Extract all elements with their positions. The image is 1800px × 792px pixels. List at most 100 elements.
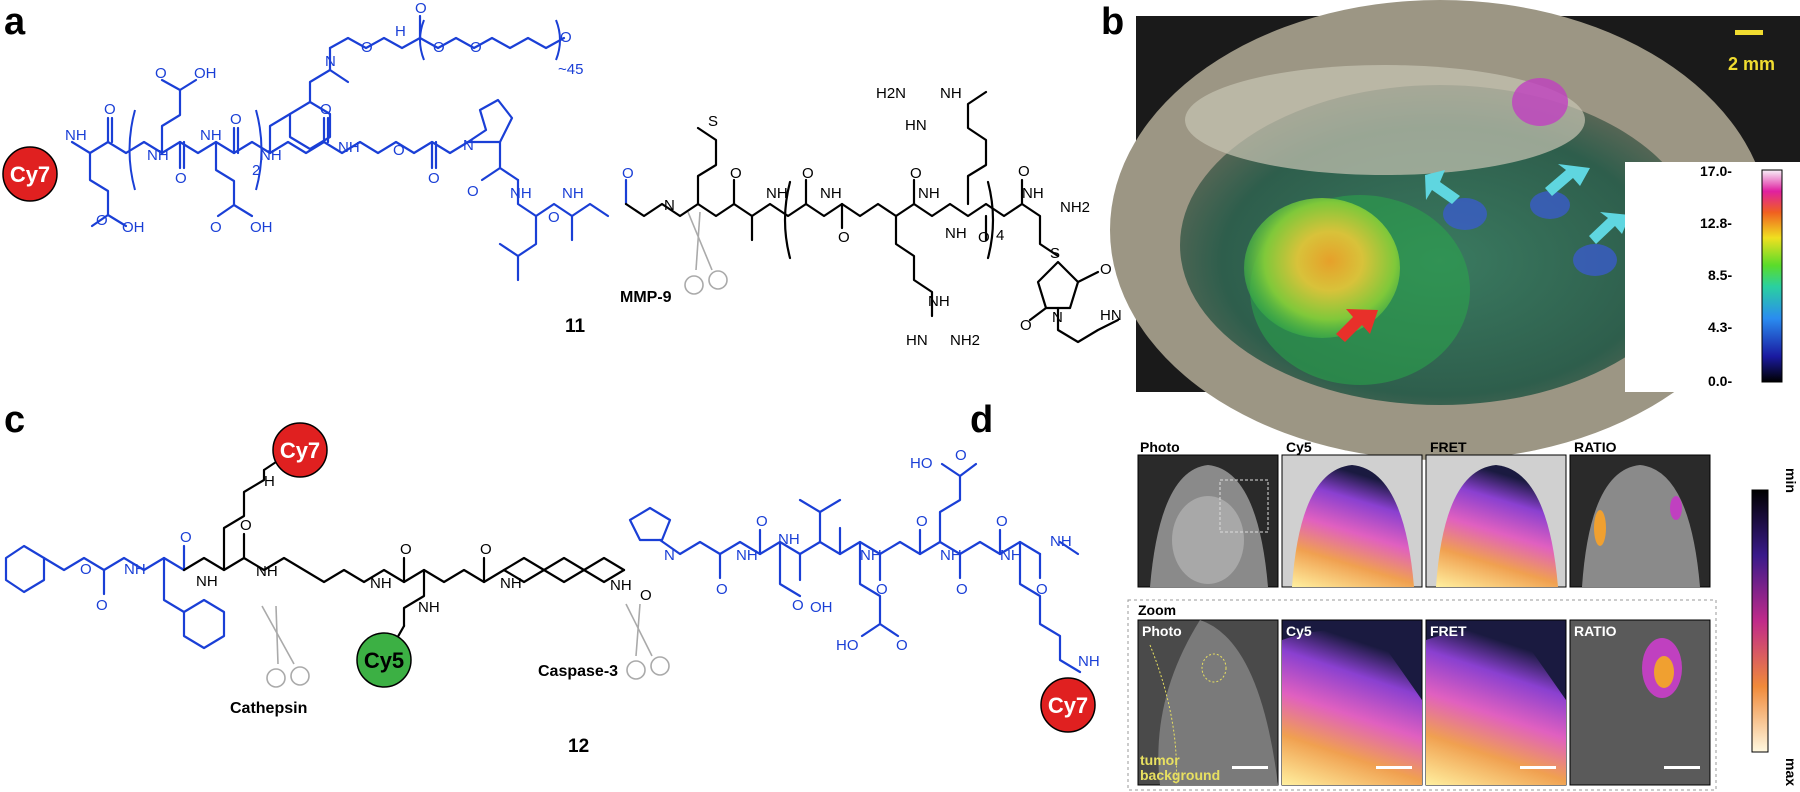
scale-bar-label: 2 mm bbox=[1728, 54, 1775, 74]
atom-label: O bbox=[876, 581, 888, 598]
cy7-dye-label: Cy7 bbox=[1048, 693, 1088, 718]
atom-label: ~45 bbox=[558, 61, 583, 78]
atom-label: NH bbox=[940, 547, 962, 564]
atom-label: O bbox=[480, 541, 492, 558]
compound-12-blue-atoms: O O NH O N O NH O O OH NH O NH O HO O NH… bbox=[80, 447, 1100, 670]
panel-b-fluorescence-image: 2 mm 17.0- 12.8- 8.5- 4.3- 0.0- bbox=[1110, 0, 1800, 460]
atom-label: NH2 bbox=[950, 332, 980, 349]
atom-label: NH bbox=[736, 547, 758, 564]
atom-label: O bbox=[1020, 317, 1032, 334]
cy5-dye-label: Cy5 bbox=[364, 648, 404, 673]
enzyme-label-caspase3: Caspase-3 bbox=[538, 663, 618, 680]
compound-11-blue-bonds bbox=[70, 14, 628, 282]
cy7-dye-label: Cy7 bbox=[280, 438, 320, 463]
atom-label: O bbox=[792, 597, 804, 614]
column-label-cy5: Cy5 bbox=[1286, 439, 1312, 455]
zoom-fret-image bbox=[1425, 619, 1567, 786]
cy7-dye-badge: Cy7 bbox=[1040, 677, 1096, 733]
atom-label: O bbox=[433, 39, 445, 56]
atom-label: NH bbox=[610, 577, 632, 594]
atom-label: NH bbox=[418, 599, 440, 616]
atom-label: O bbox=[560, 29, 572, 46]
panel-label-d: d bbox=[970, 399, 993, 441]
atom-label: O bbox=[548, 209, 560, 226]
atom-label: O bbox=[955, 447, 967, 464]
tumor-arrow-icon bbox=[1336, 309, 1378, 342]
atom-label: O bbox=[96, 597, 108, 614]
atom-label: O bbox=[622, 165, 634, 182]
top-ratio-image bbox=[1569, 454, 1711, 588]
atom-label: O bbox=[978, 229, 990, 246]
compound-11-black-atoms: N S O NH O NH O NH O NH O 4 NH O NH2 S O… bbox=[664, 85, 1122, 349]
atom-label: NH bbox=[200, 127, 222, 144]
tumor-annotation: tumor bbox=[1140, 752, 1180, 768]
atom-label: NH bbox=[124, 561, 146, 578]
atom-label: O bbox=[896, 637, 908, 654]
zoom-frame bbox=[1127, 599, 1717, 791]
atom-label: O bbox=[210, 219, 222, 236]
atom-label: N bbox=[664, 547, 675, 564]
atom-label: NH bbox=[510, 185, 532, 202]
atom-label: O bbox=[470, 39, 482, 56]
zoom-label-cy5: Cy5 bbox=[1286, 623, 1312, 639]
compound-number-11: 11 bbox=[565, 316, 586, 337]
atom-label: O bbox=[756, 513, 768, 530]
top-cy5-image bbox=[1281, 454, 1423, 588]
colorbar-tick: 8.5- bbox=[1708, 267, 1732, 283]
atom-label: NH bbox=[370, 575, 392, 592]
atom-label: O bbox=[96, 212, 108, 229]
atom-label: NH bbox=[65, 127, 87, 144]
atom-label: NH bbox=[256, 563, 278, 580]
scissors-icon bbox=[261, 605, 310, 688]
atom-label: HN bbox=[905, 117, 927, 134]
cy5-dye-badge: Cy5 bbox=[356, 632, 412, 688]
atom-label: NH bbox=[1050, 533, 1072, 550]
atom-label: H2N bbox=[876, 85, 906, 102]
atom-label: O bbox=[716, 581, 728, 598]
compound-12-blue-bonds bbox=[4, 462, 1082, 674]
atom-label: NH bbox=[766, 185, 788, 202]
compound-11-blue-atoms: NH O NH O O 2 NH NH O O OH O OH O OH NH … bbox=[65, 0, 634, 236]
atom-label: OH bbox=[250, 219, 273, 236]
atom-label: NH bbox=[1000, 547, 1022, 564]
atom-label: O bbox=[467, 183, 479, 200]
atom-label: OH bbox=[194, 65, 217, 82]
colorbar-tick: 0.0- bbox=[1708, 373, 1732, 389]
atom-label: O bbox=[1036, 581, 1048, 598]
atom-label: N bbox=[325, 53, 336, 70]
atom-label: O bbox=[802, 165, 814, 182]
panel-label-a: a bbox=[4, 1, 26, 43]
atom-label: H bbox=[395, 23, 406, 40]
column-label-ratio: RATIO bbox=[1574, 439, 1617, 455]
compound-12-structure: O O NH O N O NH O O OH NH O NH O HO O NH… bbox=[4, 422, 1100, 757]
atom-label: O bbox=[361, 39, 373, 56]
compound-12-black-atoms: NH O NH H NH O NH O NH NH O bbox=[196, 473, 652, 616]
atom-label: NH bbox=[147, 147, 169, 164]
scale-bar bbox=[1735, 30, 1763, 35]
atom-label: NH bbox=[260, 147, 282, 164]
atom-label: N bbox=[463, 137, 474, 154]
zoom-label-fret: FRET bbox=[1430, 623, 1467, 639]
atom-label: HO bbox=[910, 455, 933, 472]
atom-label: O bbox=[230, 111, 242, 128]
atom-label: OH bbox=[122, 219, 145, 236]
atom-label: S bbox=[708, 113, 718, 130]
node-arrow-icon bbox=[1425, 164, 1630, 244]
atom-label: HN bbox=[1100, 307, 1122, 324]
compound-number-12: 12 bbox=[568, 736, 589, 757]
atom-label: OH bbox=[810, 599, 833, 616]
atom-label: O bbox=[240, 517, 252, 534]
atom-label: NH bbox=[860, 547, 882, 564]
atom-label: S bbox=[1050, 245, 1060, 262]
compound-11-black-bonds bbox=[624, 90, 1120, 344]
atom-label: O bbox=[155, 65, 167, 82]
zoom-label-photo: Photo bbox=[1142, 623, 1182, 639]
colorbar bbox=[1761, 169, 1783, 383]
atom-label: O bbox=[175, 170, 187, 187]
cy7-dye-label: Cy7 bbox=[10, 162, 50, 187]
atom-label: H bbox=[264, 473, 275, 490]
zoom-ratio-image bbox=[1569, 619, 1711, 786]
ratio-colorbar bbox=[1751, 489, 1769, 753]
atom-label: NH bbox=[945, 225, 967, 242]
